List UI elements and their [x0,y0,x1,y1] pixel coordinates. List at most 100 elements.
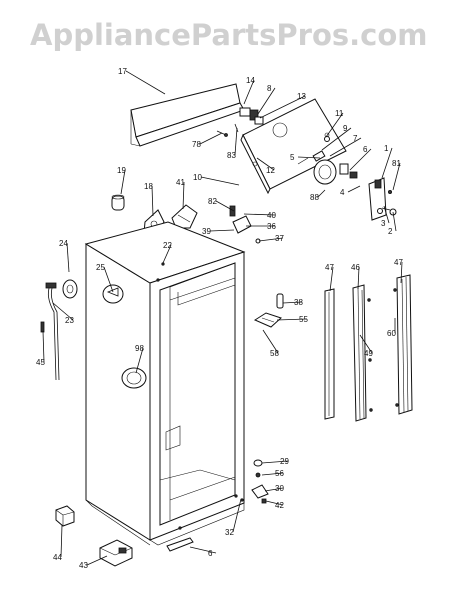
callout-label: 18 [144,182,153,191]
callout-label: 78 [192,140,201,149]
leader-line [256,157,275,171]
leader-line [276,318,308,321]
leader-line [209,229,235,232]
callout-label: 25 [96,263,105,272]
callout-label: 17 [118,67,127,76]
callout-label: 22 [163,241,172,250]
part-thermostat-knob [312,136,358,185]
callout-label: 8 [267,84,272,93]
callout-label: 98 [135,344,144,353]
callout-label: 88 [310,193,319,202]
leader-line [381,147,393,179]
callout-label: 2 [388,227,393,236]
part-6-strip [166,537,194,552]
leader-line [261,472,284,476]
part-43-foot [99,539,133,567]
leader-line [400,261,403,284]
callout-36: 36 [246,222,276,231]
callout-47: 47 [394,258,403,284]
callout-6: 6 [349,145,372,171]
part-screws-top [216,123,239,137]
leader-line [234,127,238,156]
callout-81: 81 [392,159,401,191]
callout-label: 13 [297,92,306,101]
leader-line [189,546,217,554]
callout-4: 4 [340,185,361,197]
leader-line [243,79,255,105]
callout-label: 32 [225,528,234,537]
callout-43: 43 [79,555,108,570]
leader-line [265,500,284,506]
leader-line [359,334,373,354]
callout-78: 78 [192,132,223,149]
callout-8: 8 [257,84,276,115]
callout-58: 58 [262,329,279,358]
callout-label: 6 [363,145,368,154]
callout-label: 43 [79,561,88,570]
leader-line [182,181,185,210]
part-23-tube [45,282,60,381]
callout-6: 6 [189,546,217,558]
leader-line [357,266,360,290]
leader-line [86,555,108,566]
callout-label: 44 [53,553,62,562]
part-25 [102,284,124,304]
callout-39: 39 [202,227,235,236]
callout-label: 81 [392,159,401,168]
leader-line [215,200,235,212]
callout-12: 12 [256,157,275,175]
leader-line [162,244,172,264]
callout-32: 32 [225,498,242,537]
callout-label: 7 [353,134,358,143]
callout-49: 49 [359,334,373,358]
callout-label: 55 [299,315,308,324]
callout-44: 44 [53,524,63,562]
callout-3: 3 [381,205,390,228]
part-rail-47a [324,288,335,420]
leader-line [258,237,284,242]
callout-label: 83 [227,151,236,160]
leader-line [135,347,144,374]
leader-line [125,70,166,95]
callout-29: 29 [261,457,289,466]
callout-22: 22 [162,241,172,264]
part-cabinet [84,221,246,546]
callout-label: 3 [381,219,386,228]
leader-line [317,189,326,198]
part-38-pin [276,293,284,309]
callout-label: 40 [267,211,276,220]
callout-label: 38 [294,298,303,307]
callout-13: 13 [259,92,306,119]
callout-label: 82 [208,197,217,206]
part-bracket-top [239,107,264,125]
callout-label: 4 [340,188,345,197]
callout-label: 1 [384,144,389,153]
leader-line [66,242,70,273]
callout-23: 23 [52,302,74,325]
leader-line [297,156,321,159]
callout-25: 25 [96,263,114,293]
callout-label: 9 [343,124,348,133]
leader-line [243,213,276,216]
part-hinge-bracket [368,177,397,221]
part-44-block [55,505,75,527]
leader-line [347,185,361,193]
leader-line [120,169,126,195]
part-top-trim [130,83,245,147]
callout-19: 19 [117,166,126,195]
watermark-text: AppliancePartsPros.com [30,18,427,52]
callout-18: 18 [144,182,153,217]
callout-label: 58 [270,349,279,358]
callout-55: 55 [276,315,308,324]
part-98-ring [121,367,147,389]
leader-line [392,162,401,191]
leader-line [60,524,63,558]
callout-label: 41 [176,178,185,187]
part-55-bracket [253,312,282,328]
callout-24: 24 [59,239,70,273]
callout-label: 56 [275,469,284,478]
part-45 [40,321,45,333]
callout-47: 47 [325,263,334,292]
